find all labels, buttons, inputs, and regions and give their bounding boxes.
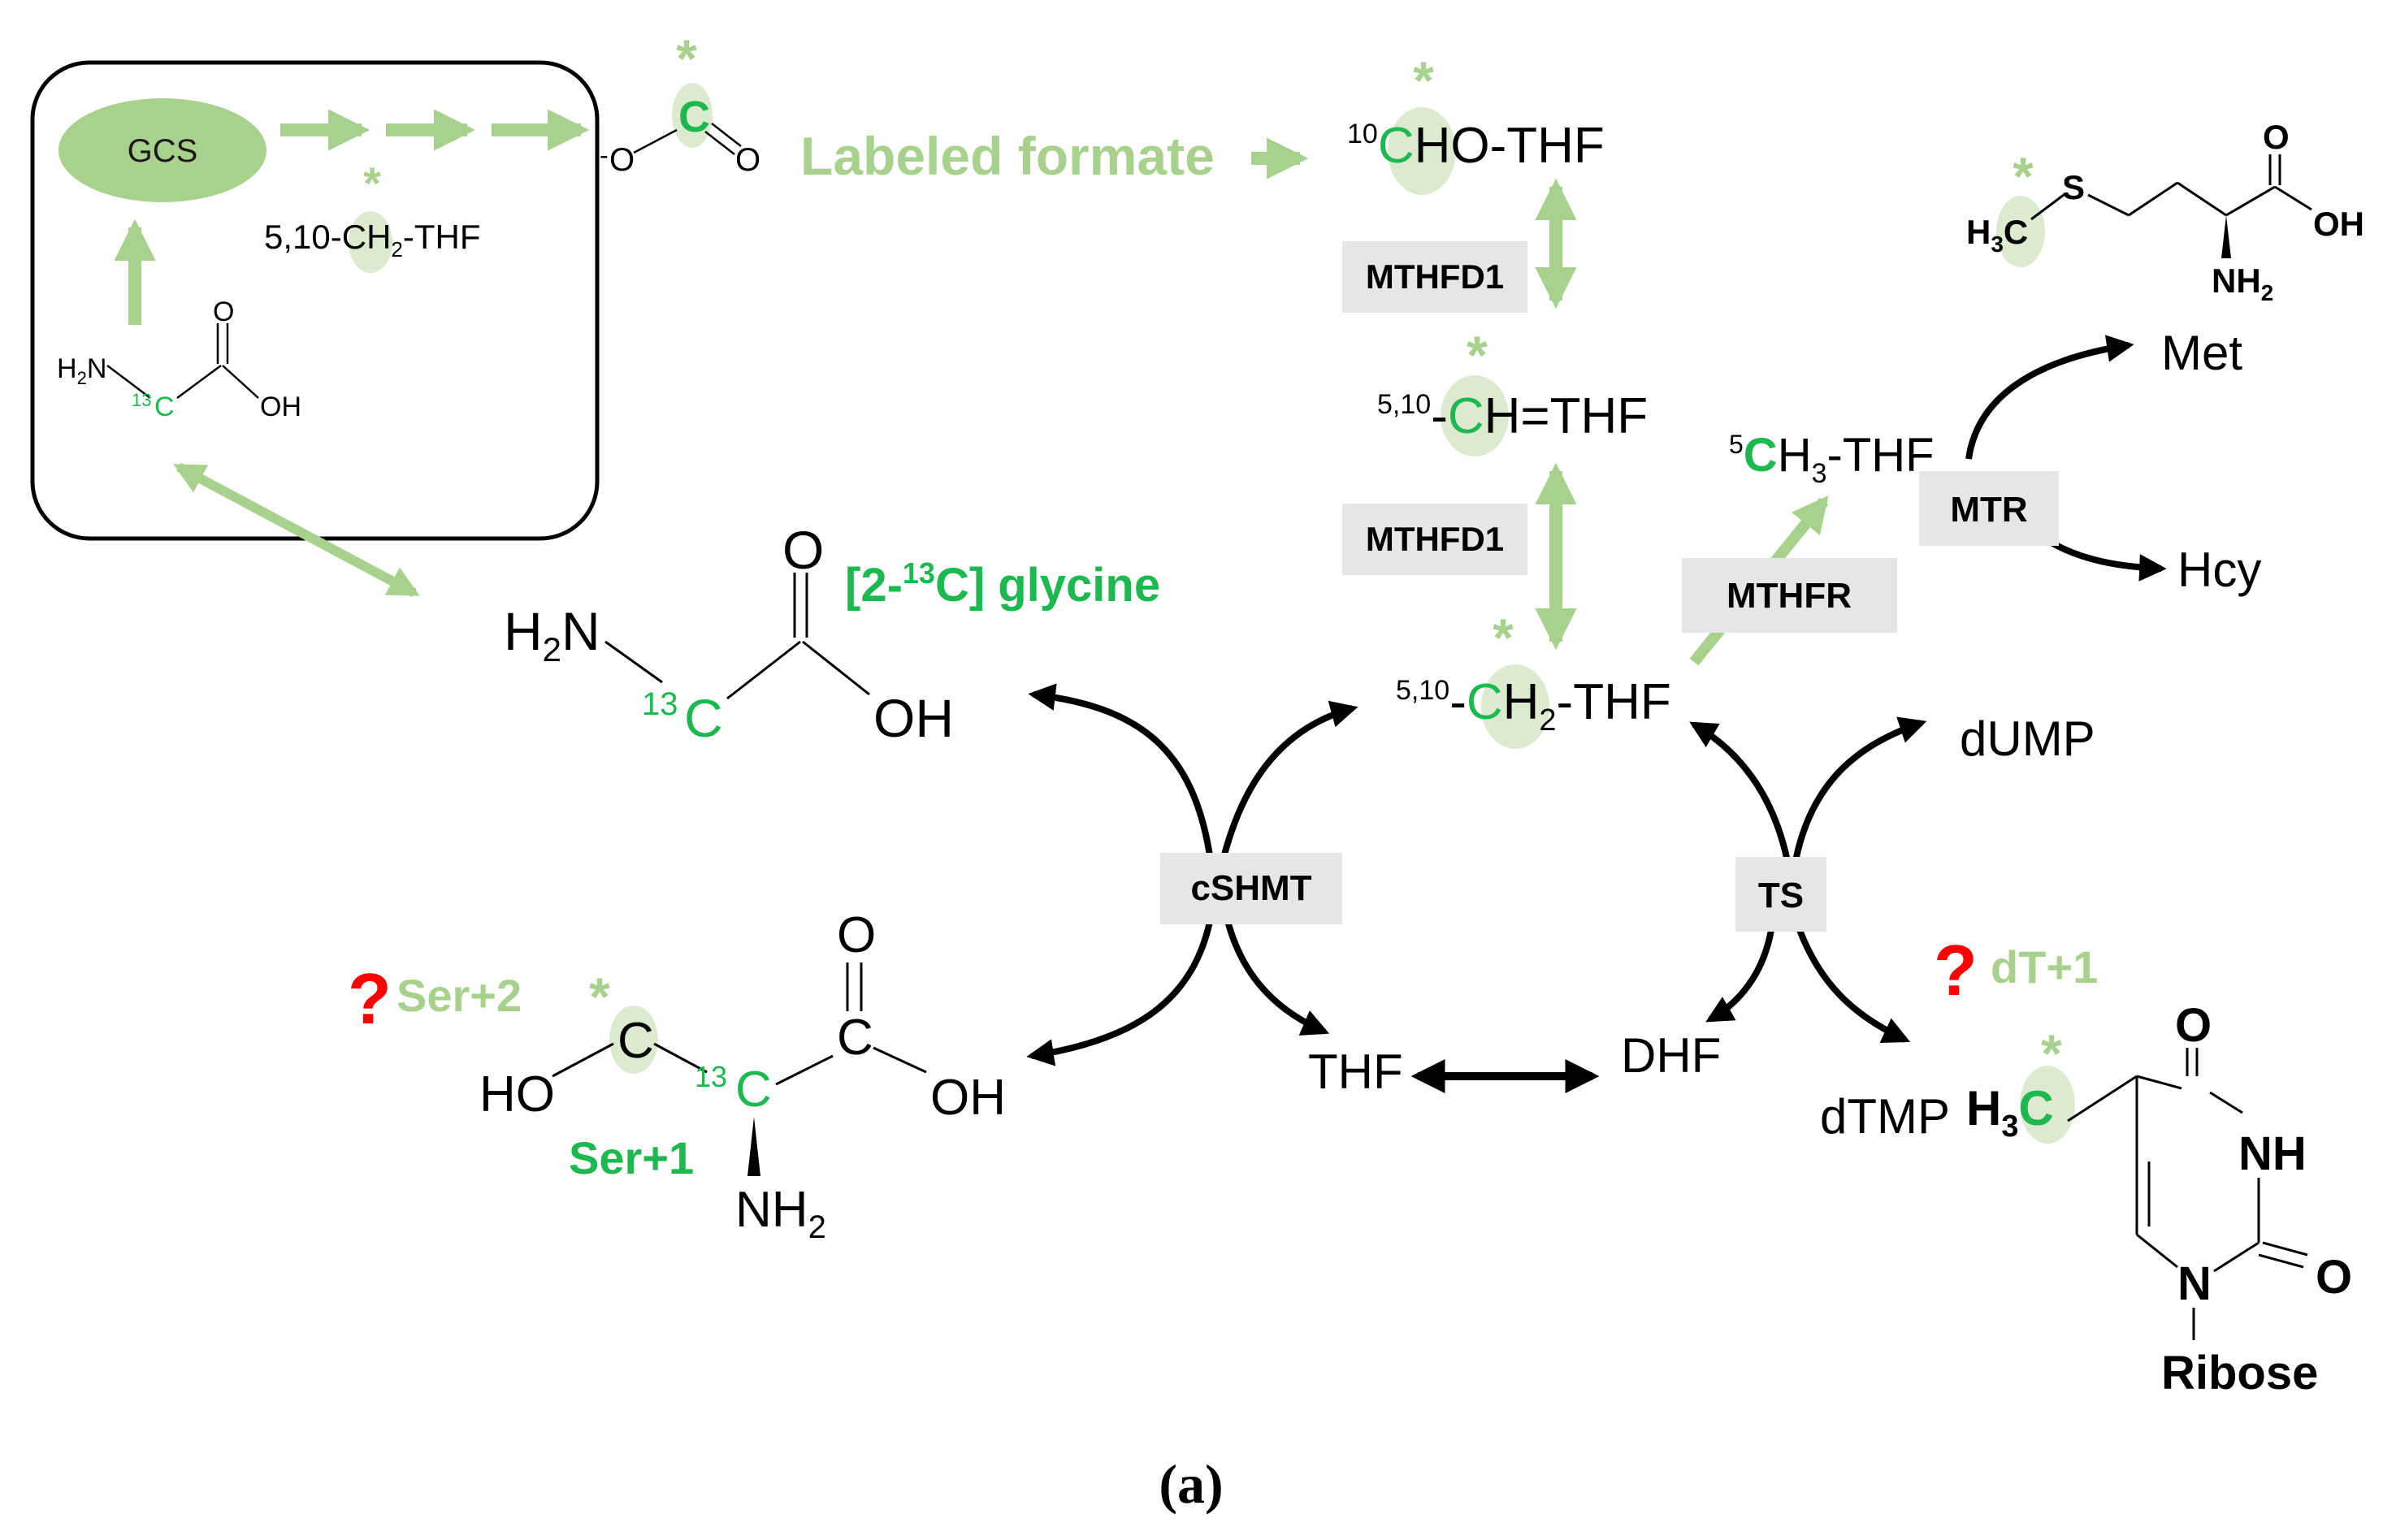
methenyl-star: * bbox=[1467, 325, 1488, 385]
ser-13: 13 bbox=[695, 1060, 727, 1093]
serine-question-icon: ? bbox=[348, 958, 392, 1039]
methylene-star: * bbox=[1493, 608, 1514, 668]
ts-box bbox=[1735, 857, 1826, 932]
dt-n: N bbox=[2177, 1257, 2212, 1310]
co2-o1: O bbox=[609, 142, 635, 178]
dtmp-label: dTMP bbox=[1820, 1089, 1950, 1144]
inset-methylene-thf: * 5,10-CH2-THF bbox=[264, 158, 481, 273]
mthfd1-top-label: MTHFD1 bbox=[1366, 257, 1504, 296]
gcs-inset-group: GCS * 5,10-CH2-THF H2N 13 C O OH bbox=[30, 60, 600, 541]
inset-gly-oh: OH bbox=[260, 391, 301, 422]
glycine-label: [2-13C] glycine bbox=[845, 556, 1160, 612]
co2-minus: - bbox=[600, 141, 609, 170]
methionine-structure: * H3C S O OH NH2 bbox=[1966, 118, 2364, 305]
thf-label: THF bbox=[1308, 1045, 1403, 1099]
methylene-highlight bbox=[1481, 664, 1549, 749]
met-s: S bbox=[2062, 168, 2085, 206]
ts-label: TS bbox=[1758, 876, 1804, 915]
inset-gly-o: O bbox=[213, 296, 234, 327]
inset-gly-13: 13 bbox=[132, 390, 151, 410]
dt-o-right: O bbox=[2316, 1251, 2352, 1304]
inset-methylene-highlight bbox=[349, 211, 392, 273]
inset-glycine: H2N 13 C O OH bbox=[57, 218, 301, 422]
ts-arrows bbox=[1689, 716, 1927, 1043]
ser-star: * bbox=[589, 967, 610, 1027]
dt-h3c: H3C bbox=[1966, 1081, 2054, 1144]
ser-c-alpha: C bbox=[735, 1062, 772, 1118]
met-label: Met bbox=[2161, 326, 2242, 380]
gly-o: O bbox=[782, 520, 824, 580]
ser-nh2: NH2 bbox=[735, 1182, 826, 1245]
gly-13: 13 bbox=[642, 686, 678, 722]
dt-o-top: O bbox=[2175, 999, 2212, 1052]
labeled-co2: * - O C O bbox=[600, 28, 760, 178]
gcs-label: GCS bbox=[128, 133, 198, 169]
dt-nh: NH bbox=[2238, 1127, 2307, 1180]
mtr-label: MTR bbox=[1950, 490, 2027, 530]
cshmt-label: cSHMT bbox=[1190, 868, 1311, 908]
met-h3c: H3C bbox=[1966, 213, 2028, 257]
mtr-box bbox=[1919, 471, 2059, 546]
formyl-highlight bbox=[1388, 107, 1456, 195]
met-highlight bbox=[1996, 196, 2045, 267]
dt-ribose: Ribose bbox=[2161, 1347, 2318, 1399]
cshmt-box bbox=[1160, 853, 1342, 924]
gly-c: C bbox=[684, 688, 723, 748]
co2-o2: O bbox=[735, 142, 760, 178]
hcy-label: Hcy bbox=[2177, 543, 2261, 597]
met-oh: OH bbox=[2313, 205, 2364, 243]
mthfd1-bottom-label: MTHFD1 bbox=[1366, 520, 1504, 558]
ser1-label: Ser+1 bbox=[569, 1132, 694, 1183]
thymidine-structure: ? dT+1 * H3C O NH O N Ribose bbox=[1934, 930, 2352, 1399]
ser2-label: Ser+2 bbox=[396, 970, 522, 1021]
formyl-text: 10CHO-THF bbox=[1347, 118, 1605, 174]
inset-gly-c: C bbox=[154, 391, 175, 422]
serine-structure: ? Ser+2 * HO C 13 C C O OH NH2 Ser+1 bbox=[348, 907, 1006, 1245]
glycine-structure: H2N 13 C O OH [2-13C] glycine bbox=[504, 520, 1160, 748]
co2-star: * bbox=[676, 28, 697, 89]
thymidine-question-icon: ? bbox=[1934, 930, 1978, 1010]
dhf-label: DHF bbox=[1621, 1028, 1721, 1083]
mtr-hcy-arrow bbox=[2045, 537, 2167, 582]
dt-highlight bbox=[2020, 1066, 2075, 1144]
inset-methylene-text: 5,10-CH2-THF bbox=[264, 218, 481, 262]
mthfd1-bottom-box bbox=[1342, 504, 1527, 575]
co2-c: C bbox=[678, 93, 710, 141]
dt1-label: dT+1 bbox=[1991, 941, 2098, 993]
inset-gly-h2n: H2N bbox=[57, 353, 106, 388]
gly-oh: OH bbox=[873, 688, 954, 748]
methylene-text: 5,10-CH2-THF bbox=[1396, 674, 1671, 738]
met-nh2: NH2 bbox=[2212, 262, 2273, 305]
met-o: O bbox=[2263, 118, 2290, 156]
methylene-thf: * 5,10-CH2-THF bbox=[1396, 608, 1671, 749]
cshmt-arrows bbox=[1026, 683, 1358, 1066]
mthfr-label: MTHFR bbox=[1727, 576, 1852, 616]
formyl-thf: * 10CHO-THF bbox=[1347, 50, 1605, 195]
inset-glycine-exchange-arrow bbox=[173, 462, 420, 598]
dump-label: dUMP bbox=[1960, 712, 2095, 766]
inset-star: * bbox=[363, 158, 381, 209]
mthfd1-top-box bbox=[1342, 241, 1527, 313]
mthfr-box bbox=[1682, 558, 1897, 633]
methyl-thf-text: 5CH3-THF bbox=[1729, 429, 1935, 489]
ser-c-carboxyl: C bbox=[837, 1010, 873, 1066]
methenyl-thf: * 5,10-CH=THF bbox=[1377, 325, 1648, 456]
co2-highlight bbox=[672, 83, 713, 148]
figure-caption: (a) bbox=[1159, 1453, 1223, 1515]
gly-h2n: H2N bbox=[504, 601, 600, 668]
methenyl-highlight bbox=[1441, 375, 1509, 456]
gcs-ellipse bbox=[58, 98, 266, 202]
ser-highlight bbox=[609, 1006, 658, 1074]
labeled-formate-label: Labeled formate bbox=[800, 126, 1215, 186]
ser-o: O bbox=[837, 907, 876, 963]
mtr-met-arrow bbox=[1965, 335, 2134, 460]
formyl-star: * bbox=[1413, 50, 1434, 110]
ser-ho: HO bbox=[479, 1066, 555, 1123]
methenyl-text: 5,10-CH=THF bbox=[1377, 388, 1648, 444]
ser-oh: OH bbox=[930, 1070, 1006, 1126]
ser-c-top: C bbox=[617, 1013, 654, 1069]
